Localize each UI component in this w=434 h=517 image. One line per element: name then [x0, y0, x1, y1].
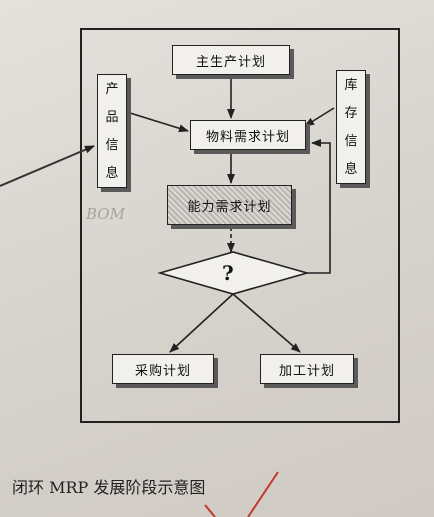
purchase-plan-label: 采购计划 — [134, 363, 191, 379]
red-pen-mark — [247, 471, 279, 517]
material-requirements-plan-box: 物料需求计划 — [190, 120, 306, 150]
stray-left-arrow — [0, 145, 95, 187]
inventory-info-char-3: 信 — [344, 133, 358, 149]
red-pen-mark-2 — [204, 504, 216, 517]
product-info-char-2: 品 — [105, 109, 119, 125]
feedback-loop-line — [307, 139, 331, 274]
arrow-inventory-to-material — [304, 107, 335, 127]
arrow-decision-to-processing — [232, 293, 301, 353]
processing-plan-label: 加工计划 — [278, 363, 335, 379]
capacity-requirements-plan-box: 能力需求计划 — [167, 185, 292, 225]
inventory-info-box: 库 存 信 息 — [336, 70, 366, 184]
product-info-box: 产 品 信 息 — [97, 74, 127, 188]
product-info-char-1: 产 — [105, 81, 119, 97]
product-info-char-4: 息 — [105, 165, 119, 181]
purchase-plan-box: 采购计划 — [112, 354, 214, 384]
arrow-product-to-material — [129, 112, 189, 133]
diagram-frame — [80, 28, 400, 423]
capacity-requirements-plan-label: 能力需求计划 — [187, 199, 272, 215]
bleed-through-bom: BOM — [86, 205, 125, 223]
decision-label: ? — [222, 261, 234, 285]
arrow-decision-to-purchase — [169, 293, 234, 353]
inventory-info-char-1: 库 — [344, 77, 358, 93]
material-requirements-plan-label: 物料需求计划 — [205, 129, 290, 145]
inventory-info-char-2: 存 — [344, 105, 358, 121]
figure-caption: 闭环 MRP 发展阶段示意图 — [12, 478, 206, 497]
product-info-char-3: 信 — [105, 137, 119, 153]
main-production-plan-box: 主生产计划 — [172, 45, 290, 75]
processing-plan-box: 加工计划 — [260, 354, 354, 384]
main-production-plan-label: 主生产计划 — [195, 54, 266, 70]
inventory-info-char-4: 息 — [344, 161, 358, 177]
